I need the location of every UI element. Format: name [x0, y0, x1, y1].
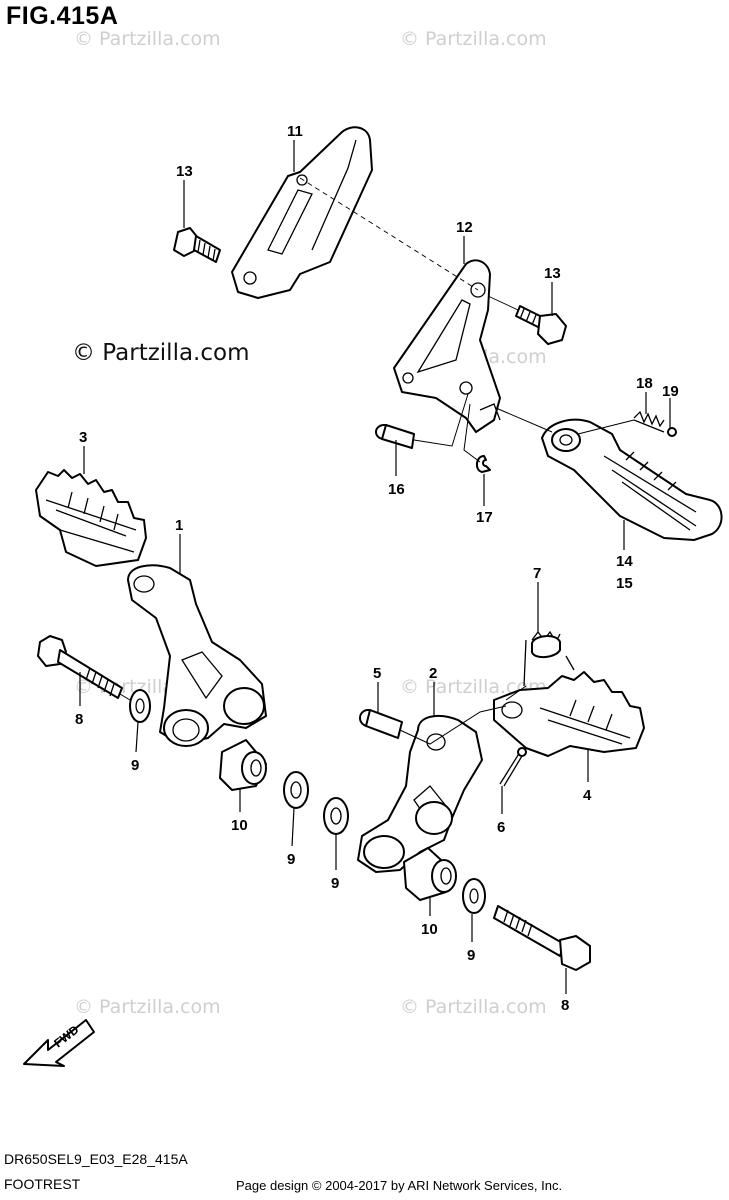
callout-label: 18: [636, 375, 653, 392]
callout-label: 13: [176, 163, 193, 180]
callout-label: 8: [561, 997, 569, 1014]
callout-label: 9: [331, 875, 339, 892]
diagram-code: DR650SEL9_E03_E28_415A: [4, 1151, 188, 1167]
callout-label: 5: [373, 665, 381, 682]
part-10-bushing[interactable]: [403, 847, 457, 901]
callout-label: 12: [456, 219, 473, 236]
part-14-15-rear-footrest[interactable]: [541, 418, 723, 541]
part-1-holder[interactable]: [127, 564, 267, 747]
part-9-washer[interactable]: [283, 771, 309, 809]
callout-label: 17: [476, 509, 493, 526]
callout-label: 9: [287, 851, 295, 868]
watermark: © Partzilla.com: [400, 996, 547, 1018]
leader-lines: [79, 140, 671, 994]
part-6-cotter-pin[interactable]: [499, 747, 527, 787]
fwd-direction-badge: FWD: [23, 1019, 95, 1067]
part-18-spring[interactable]: [633, 410, 665, 433]
watermark: © Partzilla.com: [74, 996, 221, 1018]
part-17-clip[interactable]: [476, 455, 491, 473]
callout-label: 13: [544, 265, 561, 282]
callout-label: 10: [231, 817, 248, 834]
callout-label: 11: [287, 123, 303, 140]
callout-label: 19: [662, 383, 679, 400]
part-9-washer[interactable]: [323, 797, 349, 835]
part-10-bushing[interactable]: [219, 739, 267, 791]
part-16-pin[interactable]: [375, 424, 415, 449]
part-13-bolt[interactable]: [515, 305, 567, 345]
part-9-washer[interactable]: [129, 689, 151, 723]
callout-label: 3: [79, 429, 87, 446]
callout-label: 6: [497, 819, 505, 836]
part-7-spring[interactable]: [523, 630, 575, 687]
part-2-holder[interactable]: [357, 714, 483, 873]
callout-label: 2: [429, 665, 437, 682]
watermark: © Partzilla.com: [400, 676, 547, 698]
part-13-bolt[interactable]: [173, 227, 221, 263]
callout-label: 8: [75, 711, 83, 728]
part-8-bolt[interactable]: [37, 635, 123, 699]
callout-labels: 11 13 12 13 18 19 3 16 17 1 14 15 7 5 2 …: [75, 123, 679, 1014]
part-5-pin[interactable]: [359, 709, 403, 739]
page-credit: Page design © 2004-2017 by ARI Network S…: [236, 1178, 563, 1193]
part-3-footpeg[interactable]: [35, 469, 147, 567]
watermark: © Partzilla.com: [74, 28, 221, 50]
callout-label: 7: [533, 565, 541, 582]
part-19-ball[interactable]: [667, 427, 677, 437]
part-4-footpeg[interactable]: [493, 671, 645, 757]
part-12-bracket[interactable]: [393, 259, 501, 433]
watermark: © Partzilla.com: [400, 28, 547, 50]
callout-label: 15: [616, 575, 633, 592]
part-8-bolt[interactable]: [493, 905, 591, 971]
callout-label: 16: [388, 481, 405, 498]
callout-label: 9: [131, 757, 139, 774]
section-name: FOOTREST: [4, 1176, 81, 1192]
callout-label: 9: [467, 947, 475, 964]
figure-title: FIG.415A: [6, 2, 119, 30]
callout-label: 1: [175, 517, 183, 534]
callout-label: 4: [583, 787, 592, 804]
part-9-washer[interactable]: [462, 878, 486, 914]
callout-label: 10: [421, 921, 438, 938]
callout-label: 14: [616, 553, 633, 570]
part-11-bracket[interactable]: [231, 126, 373, 299]
watermark-prominent: © Partzilla.com: [72, 340, 250, 366]
